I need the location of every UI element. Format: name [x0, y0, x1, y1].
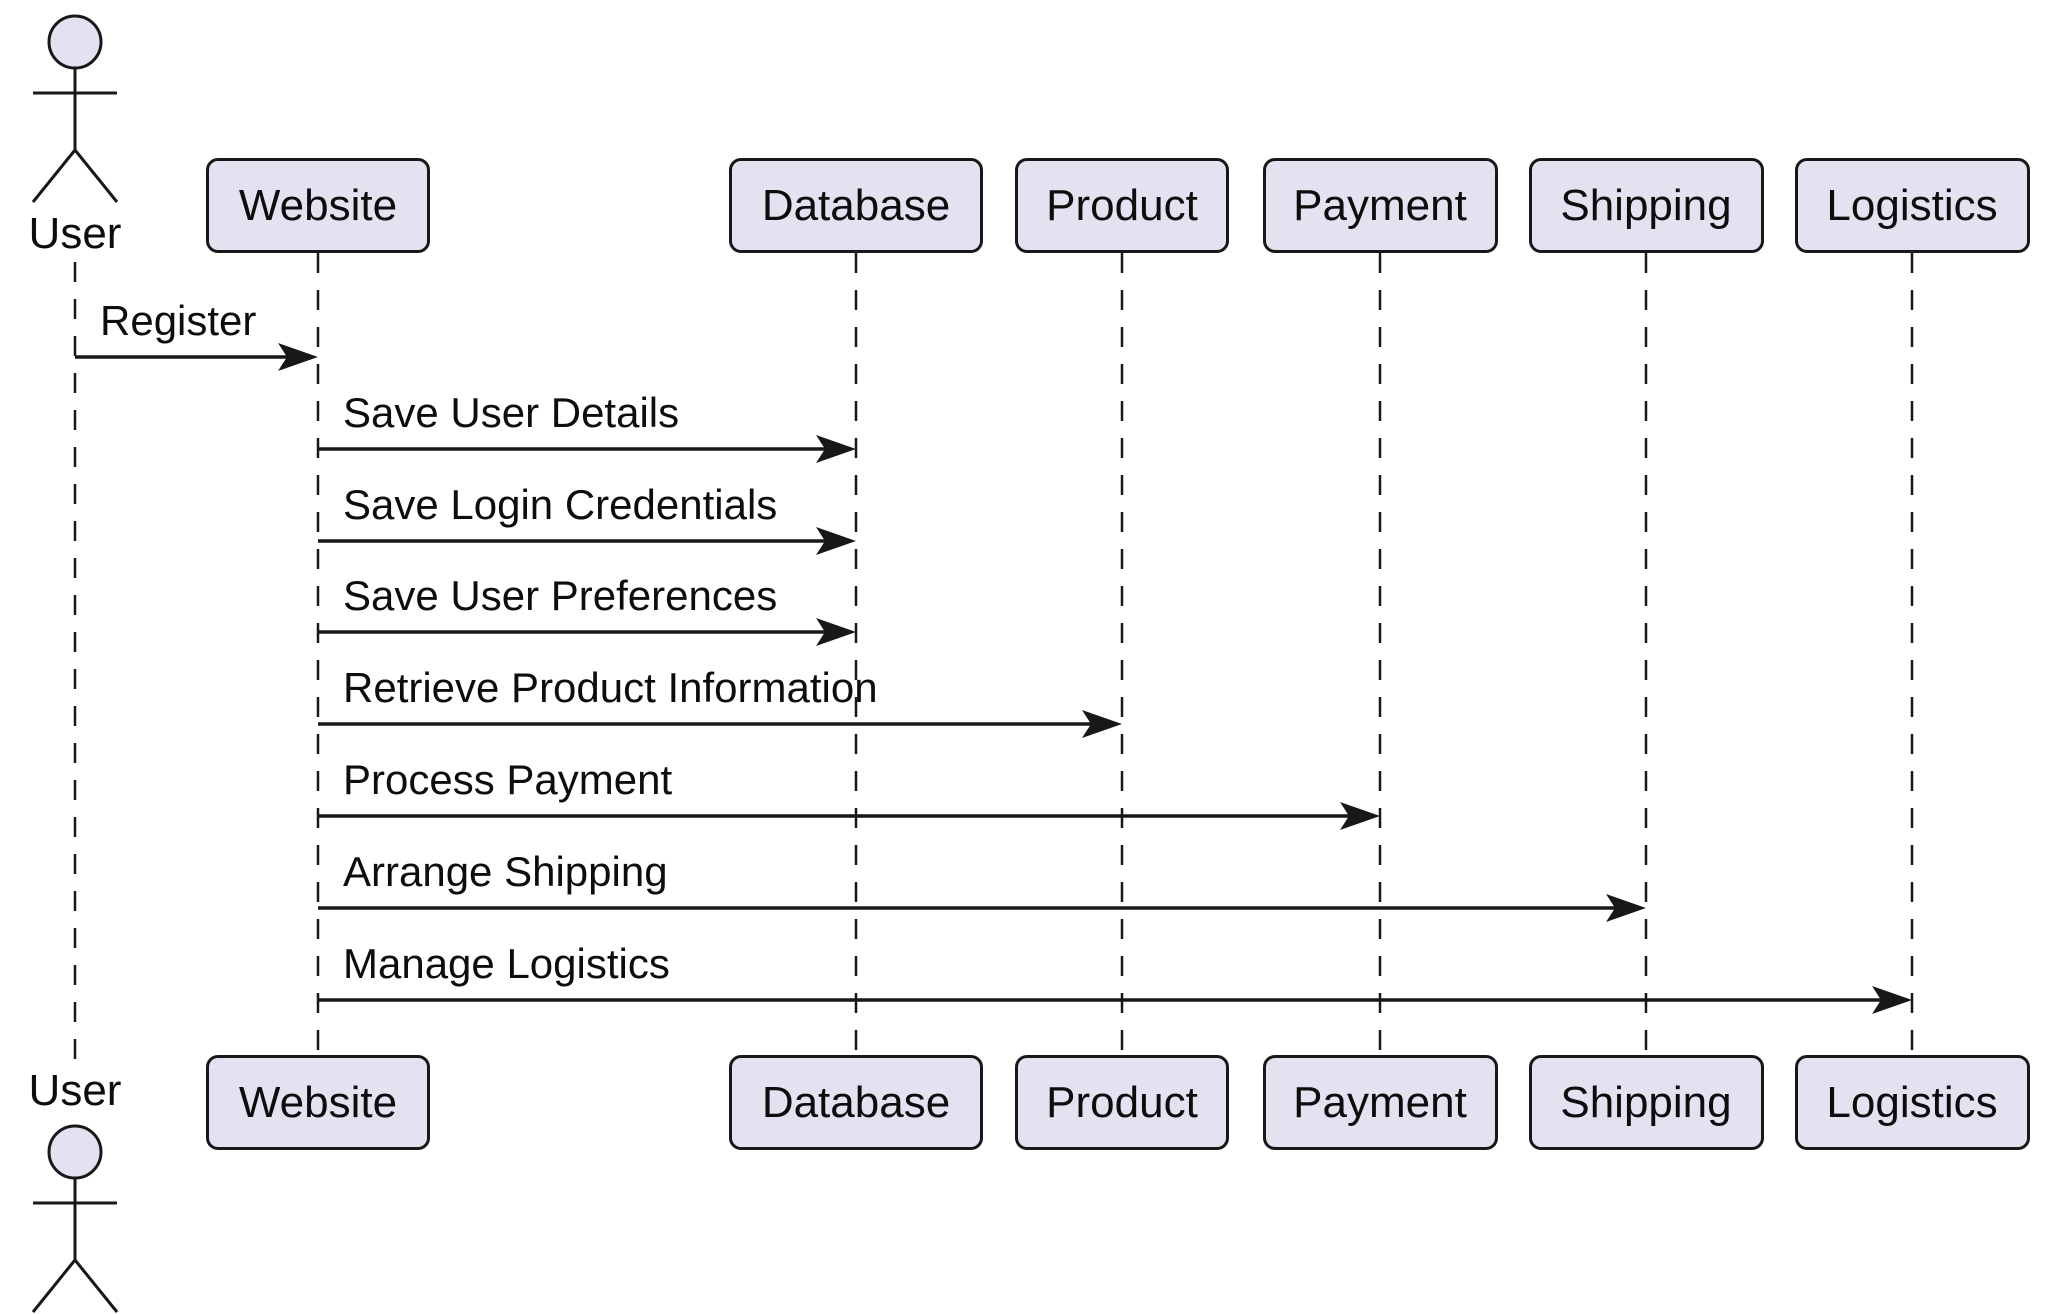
actor-figure-top [31, 14, 119, 203]
participant-label: Logistics [1826, 1077, 1998, 1127]
participant-box-top-database: Database [729, 158, 983, 253]
message-label-6: Arrange Shipping [343, 848, 668, 895]
message-label-7: Manage Logistics [343, 940, 670, 987]
participant-box-top-logistics: Logistics [1794, 158, 2030, 253]
participant-label: Product [1046, 1077, 1198, 1127]
participant-box-bottom-database: Database [729, 1055, 983, 1150]
participant-box-bottom-website: Website [206, 1055, 430, 1150]
participant-box-bottom-logistics: Logistics [1794, 1055, 2030, 1150]
arrowhead-icon-3 [816, 618, 856, 646]
arrowhead-icon-7 [1872, 986, 1912, 1014]
participant-label: Shipping [1560, 1077, 1732, 1127]
actor-head-icon [47, 1124, 103, 1180]
actor-figure-bottom [31, 1124, 119, 1313]
participant-label: Website [238, 180, 398, 230]
participant-label: Payment [1293, 1077, 1467, 1127]
arrowhead-icon-2 [816, 527, 856, 555]
message-label-3: Save User Preferences [343, 572, 778, 619]
participant-box-top-shipping: Shipping [1528, 158, 1764, 253]
message-label-2: Save Login Credentials [343, 481, 778, 528]
actor-leg-right [73, 149, 119, 203]
participant-box-top-payment: Payment [1262, 158, 1498, 253]
participant-label: Shipping [1560, 180, 1732, 230]
participant-label: Payment [1293, 180, 1467, 230]
message-label-0: Register [100, 297, 257, 344]
participant-box-top-website: Website [206, 158, 430, 253]
arrowhead-icon-6 [1606, 894, 1646, 922]
actor-head-icon [47, 14, 103, 70]
message-label-5: Process Payment [343, 756, 673, 803]
actor-leg-left [31, 1259, 77, 1313]
actor-leg-left [31, 149, 77, 203]
participant-label: Product [1046, 180, 1198, 230]
participant-label: Database [761, 180, 951, 230]
arrowhead-icon-4 [1082, 710, 1122, 738]
message-label-4: Retrieve Product Information [343, 664, 878, 711]
message-label-1: Save User Details [343, 389, 680, 436]
participant-box-top-product: Product [1015, 158, 1229, 253]
actor-label-bottom: User [28, 1066, 122, 1115]
participant-box-bottom-shipping: Shipping [1528, 1055, 1764, 1150]
participant-label: Logistics [1826, 180, 1998, 230]
arrowhead-icon-0 [278, 343, 318, 371]
actor-label-top: User [28, 209, 122, 258]
participant-label: Database [761, 1077, 951, 1127]
arrowhead-icon-1 [816, 435, 856, 463]
actor-leg-right [73, 1259, 119, 1313]
participant-box-bottom-product: Product [1015, 1055, 1229, 1150]
participant-label: Website [238, 1077, 398, 1127]
arrowhead-icon-5 [1340, 802, 1380, 830]
participant-box-bottom-payment: Payment [1262, 1055, 1498, 1150]
